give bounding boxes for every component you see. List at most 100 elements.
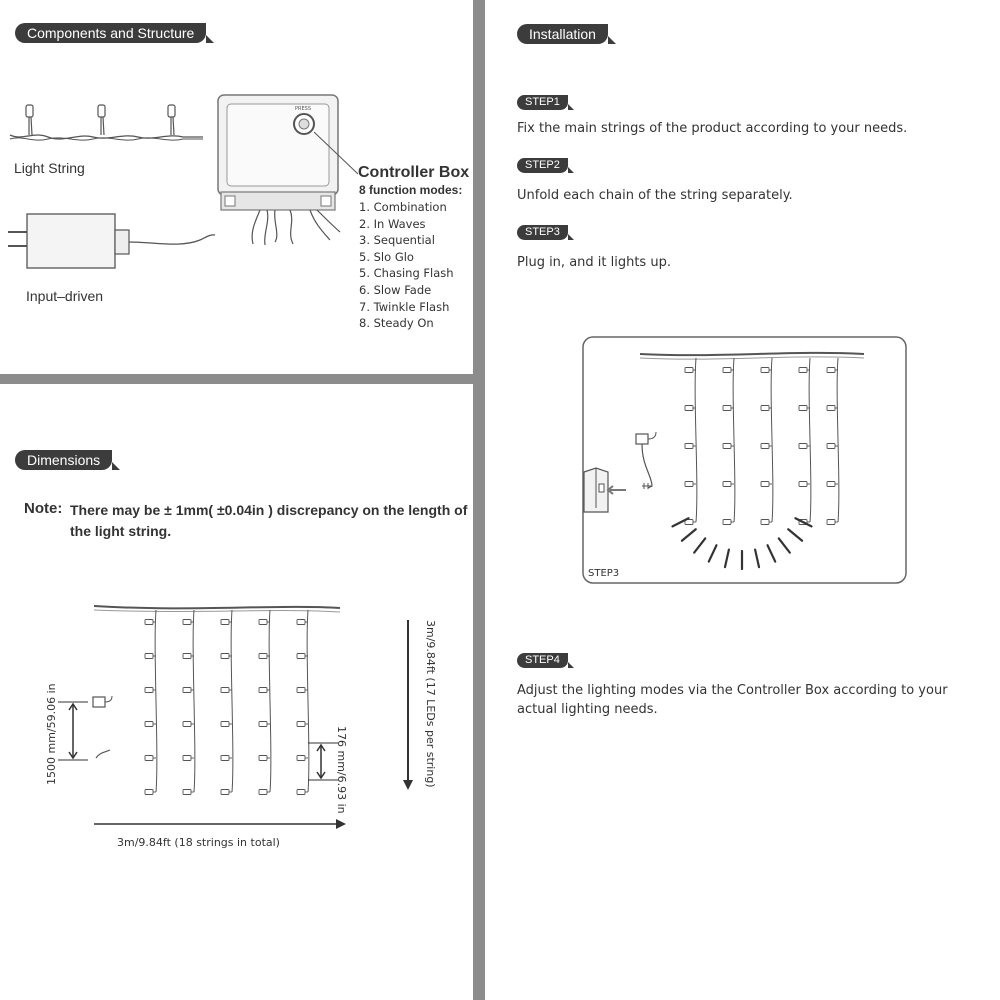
step1-text: Fix the main strings of the product acco… <box>517 121 908 136</box>
length-label: 3m/9.84ft <box>117 836 171 849</box>
mode-item: 6. Slow Fade <box>359 282 432 297</box>
led-bulb <box>220 755 230 761</box>
led-bulb <box>220 687 230 693</box>
string-wire <box>306 609 310 793</box>
led-bulb <box>144 687 154 693</box>
length-dimension: 3m/9.84ft (18 strings in total) <box>117 836 280 849</box>
led-bulb <box>144 721 154 727</box>
led-bulb <box>258 721 268 727</box>
led-bulb <box>182 789 192 795</box>
step3-figure-caption: STEP3 <box>588 568 620 579</box>
light-string-label: Light String <box>14 160 85 176</box>
led-bulb <box>182 687 192 693</box>
led-bulb <box>760 519 770 525</box>
led-bulb <box>826 519 836 525</box>
light-ray <box>680 528 697 542</box>
note-label: Note: <box>24 500 63 517</box>
light-ray <box>777 537 791 554</box>
led-bulb <box>722 481 732 487</box>
led-bulb <box>760 481 770 487</box>
led-bulb <box>144 755 154 761</box>
function-modes-subtitle: 8 function modes: <box>359 183 463 197</box>
string-wire <box>770 357 774 523</box>
mode-item: 5. Slo Glo <box>359 249 414 264</box>
led-bulb <box>182 755 192 761</box>
led-bulb <box>258 687 268 693</box>
led-bulb <box>684 367 694 373</box>
led-bulb <box>798 405 808 411</box>
led-bulb <box>182 721 192 727</box>
led-bulb <box>826 405 836 411</box>
light-ray <box>766 544 777 563</box>
led-bulb <box>258 755 268 761</box>
step2-text: Unfold each chain of the string separate… <box>517 188 793 203</box>
power-adapter-illustration <box>8 213 216 269</box>
mode-item: 1. Combination <box>359 200 447 214</box>
light-ray <box>707 544 718 563</box>
dimensions-heading: Dimensions <box>15 450 121 470</box>
led-bulb <box>182 653 192 659</box>
light-ray <box>723 548 731 569</box>
input-driven-label: Input–driven <box>26 288 104 304</box>
step3-text: Plug in, and it lights up. <box>517 255 671 270</box>
led-bulb <box>258 789 268 795</box>
note-text: There may be ± 1mm( ±0.04in ) discrepanc… <box>70 502 468 539</box>
light-ray <box>794 517 813 528</box>
spacing-dimension-label: 176 mm/6.93 in <box>335 726 348 814</box>
led-bulb <box>826 367 836 373</box>
string-wire <box>732 357 736 523</box>
led-bulb <box>144 653 154 659</box>
string-wire <box>836 357 840 523</box>
led-bulb <box>220 721 230 727</box>
vertical-divider <box>473 0 485 1000</box>
string-wire <box>192 609 196 793</box>
led-bulb <box>722 367 732 373</box>
led-bulb <box>296 619 306 625</box>
components-heading: Components and Structure <box>15 23 215 43</box>
press-button-label: PRESS <box>295 106 311 112</box>
led-bulb <box>296 653 306 659</box>
led-bulb <box>296 721 306 727</box>
led-bulb <box>760 367 770 373</box>
light-ray <box>671 517 690 528</box>
led-bulb <box>258 653 268 659</box>
led-bulb <box>684 481 694 487</box>
led-bulb <box>826 443 836 449</box>
step2-badge: STEP2 <box>517 158 574 173</box>
horizontal-divider <box>0 374 473 384</box>
mode-item: 2. In Waves <box>359 216 426 231</box>
mode-item: 3. Sequential <box>359 233 435 248</box>
controller-box-illustration <box>217 94 359 246</box>
string-wire <box>808 357 812 523</box>
led-bulb <box>296 755 306 761</box>
led-bulb <box>684 405 694 411</box>
step3-badge: STEP3 <box>517 225 574 240</box>
light-string-illustration <box>9 104 203 141</box>
light-ray <box>787 528 804 542</box>
light-ray <box>753 548 761 569</box>
led-bulb <box>144 619 154 625</box>
led-bulb <box>144 789 154 795</box>
step1-badge: STEP1 <box>517 95 574 110</box>
led-bulb <box>798 443 808 449</box>
led-bulb <box>684 443 694 449</box>
led-bulb <box>798 367 808 373</box>
led-bulb <box>182 619 192 625</box>
string-wire <box>154 609 158 793</box>
led-bulb <box>220 653 230 659</box>
light-ray <box>693 537 707 554</box>
mode-item: 5. Chasing Flash <box>359 266 454 281</box>
led-bulb <box>798 481 808 487</box>
length-note: (18 strings in total) <box>174 836 280 849</box>
step4-badge: STEP4 <box>517 653 574 668</box>
led-bulb <box>722 443 732 449</box>
led-bulb <box>722 519 732 525</box>
step3-illustration <box>582 336 907 584</box>
step4-text: Adjust the lighting modes via the Contro… <box>517 683 948 717</box>
string-wire <box>268 609 272 793</box>
led-bulb <box>220 619 230 625</box>
led-bulb <box>722 405 732 411</box>
mode-item: 7. Twinkle Flash <box>359 299 450 314</box>
height-dimension-label: 1500 mm/59.06 in <box>45 683 58 785</box>
curtain-dimensions-diagram <box>58 605 413 829</box>
